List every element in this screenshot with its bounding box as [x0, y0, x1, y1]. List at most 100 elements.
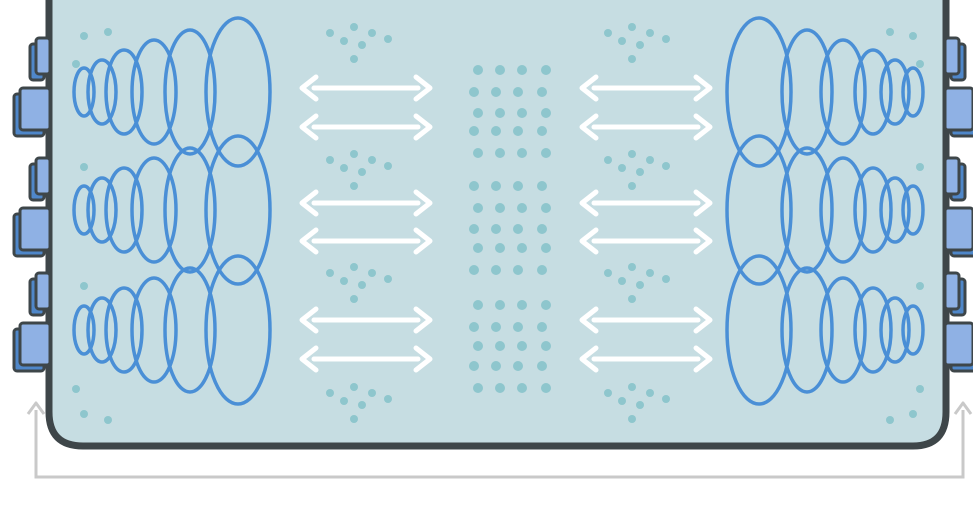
- transducer-left-small-2: [34, 156, 52, 196]
- particle-9: [473, 108, 483, 118]
- arrow-right-5-head-right: [693, 306, 713, 334]
- particle-50: [495, 341, 505, 351]
- particle-78: [340, 277, 348, 285]
- particle-12: [541, 108, 551, 118]
- particle-57: [473, 383, 483, 393]
- particle-131: [886, 416, 894, 424]
- wave-rings-right: [725, 16, 925, 406]
- particle-89: [604, 29, 612, 37]
- particle-66: [384, 35, 392, 43]
- wave-ring-left-2-1: [72, 184, 96, 236]
- particle-81: [350, 295, 358, 303]
- particle-58: [495, 383, 505, 393]
- arrow-left-6-head-left: [299, 345, 319, 373]
- particle-98: [646, 156, 654, 164]
- wave-ring-left-3-2: [86, 296, 118, 364]
- tank-fluid: [49, 0, 946, 446]
- particle-99: [618, 164, 626, 172]
- arrow-right-6-head-left: [579, 345, 599, 373]
- particle-105: [646, 269, 654, 277]
- wave-ring-left-1-3: [104, 48, 144, 136]
- particle-124: [104, 416, 112, 424]
- particle-51: [517, 341, 527, 351]
- particle-41: [473, 300, 483, 310]
- particle-68: [326, 156, 334, 164]
- transducer-left-large-2: [18, 206, 52, 252]
- particle-76: [350, 263, 358, 271]
- arrow-right-1-head-left: [579, 74, 599, 102]
- wave-ring-left-1-6: [204, 16, 272, 168]
- particle-48: [537, 322, 547, 332]
- particle-79: [358, 281, 366, 289]
- particle-72: [358, 168, 366, 176]
- particle-127: [916, 60, 924, 68]
- particle-94: [662, 35, 670, 43]
- arrow-left-5-head-right: [413, 306, 433, 334]
- particle-128: [916, 163, 924, 171]
- particle-82: [326, 389, 334, 397]
- bidirectional-arrows-left: [299, 74, 433, 373]
- wave-ring-left-3-4: [130, 276, 178, 384]
- arrow-left-2-head-left: [299, 113, 319, 141]
- particle-61: [326, 29, 334, 37]
- particle-85: [340, 397, 348, 405]
- wave-ring-left-3-5: [163, 266, 217, 394]
- particle-102: [628, 182, 636, 190]
- particle-108: [662, 275, 670, 283]
- particle-125: [886, 28, 894, 36]
- particle-45: [469, 322, 479, 332]
- particle-74: [350, 182, 358, 190]
- arrow-left-1-head-right: [413, 74, 433, 102]
- particle-52: [541, 341, 551, 351]
- particle-107: [636, 281, 644, 289]
- particle-16: [537, 126, 547, 136]
- transducer-right-small-2: [943, 156, 961, 196]
- wave-ring-right-2-3: [853, 166, 893, 254]
- particle-33: [473, 243, 483, 253]
- wave-ring-left-1-1: [72, 66, 96, 118]
- particle-13: [469, 126, 479, 136]
- wave-ring-right-2-5: [780, 146, 834, 274]
- particle-3: [517, 65, 527, 75]
- particle-83: [350, 383, 358, 391]
- particle-120: [80, 163, 88, 171]
- wave-ring-right-3-1: [901, 304, 925, 356]
- wave-ring-right-3-5: [780, 266, 834, 394]
- arrow-left-6-head-right: [413, 345, 433, 373]
- particle-116: [628, 415, 636, 423]
- particle-111: [628, 383, 636, 391]
- particle-6: [491, 87, 501, 97]
- wave-ring-left-2-3: [104, 166, 144, 254]
- wave-ring-left-2-4: [130, 156, 178, 264]
- particle-60: [541, 383, 551, 393]
- particle-27: [517, 203, 527, 213]
- particle-106: [618, 277, 626, 285]
- feedback-line: [34, 410, 965, 479]
- particle-86: [358, 401, 366, 409]
- particle-88: [350, 415, 358, 423]
- particle-103: [604, 269, 612, 277]
- particle-87: [384, 395, 392, 403]
- particle-field: [72, 23, 924, 424]
- transducer-array-right: [943, 36, 973, 373]
- particle-39: [513, 265, 523, 275]
- particle-126: [909, 32, 917, 40]
- wave-ring-left-3-3: [104, 286, 144, 374]
- particle-114: [636, 401, 644, 409]
- particle-15: [513, 126, 523, 136]
- arrow-right-2-head-right: [693, 113, 713, 141]
- wave-rings-left: [72, 16, 272, 406]
- particle-1: [473, 65, 483, 75]
- arrow-right-3-head-left: [579, 189, 599, 217]
- particle-14: [491, 126, 501, 136]
- wave-ring-right-1-6: [725, 16, 793, 168]
- particle-95: [628, 55, 636, 63]
- arrow-left-3-head-right: [413, 189, 433, 217]
- particle-92: [618, 37, 626, 45]
- transducer-right-small-1: [943, 36, 961, 76]
- particle-67: [350, 55, 358, 63]
- particle-115: [662, 395, 670, 403]
- particle-55: [513, 361, 523, 371]
- particle-77: [368, 269, 376, 277]
